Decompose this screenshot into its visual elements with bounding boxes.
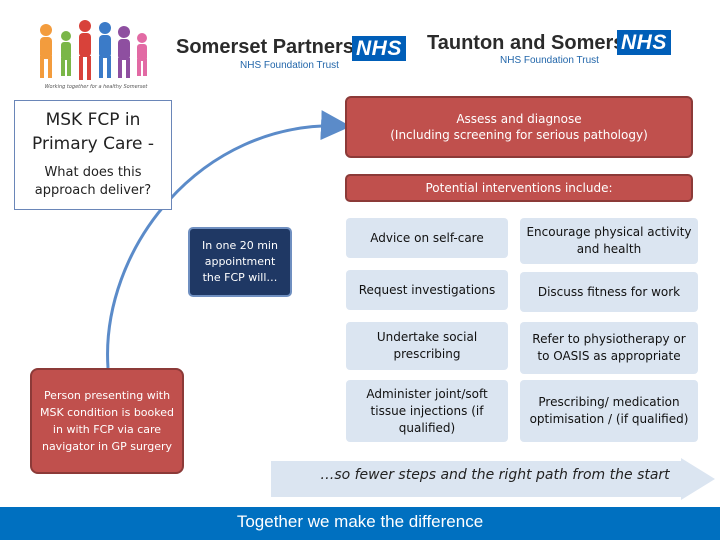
intervention-advice-self-care: Advice on self-care [346, 218, 508, 258]
outcome-arrow [271, 458, 715, 500]
org1-subtitle: NHS Foundation Trust [240, 60, 339, 71]
org2-name: Taunton and Somerset [427, 32, 643, 54]
assess-line1: Assess and diagnose [456, 112, 582, 126]
potential-interventions-header: Potential interventions include: [345, 174, 693, 202]
page-title: MSK FCP in Primary Care - [32, 110, 154, 154]
intervention-refer-physiotherapy: Refer to physiotherapy or to OASIS as ap… [520, 322, 698, 374]
people-logo [40, 20, 147, 80]
assess-diagnose-box: Assess and diagnose (Including screening… [345, 96, 693, 158]
person-figure-green [61, 31, 71, 76]
intervention-fitness-for-work: Discuss fitness for work [520, 272, 698, 312]
org2-subtitle: NHS Foundation Trust [500, 55, 599, 66]
person-figure-blue [99, 22, 111, 78]
assess-line2: (Including screening for serious patholo… [390, 128, 648, 142]
page-subtitle: What does this approach deliver? [34, 165, 152, 198]
nhs-badge-org1: NHS [352, 36, 406, 61]
org1-name: Somerset Partnership [176, 36, 384, 58]
footer-bar [0, 507, 720, 540]
person-figure-red [79, 20, 91, 80]
fcp-appointment-box: In one 20 min appointment the FCP will… [188, 227, 292, 297]
person-figure-purple [118, 26, 130, 78]
person-figure-pink [137, 33, 147, 76]
people-logo-tagline: Working together for a healthy Somerset [44, 84, 148, 90]
title-box [14, 100, 172, 210]
outcome-text: …so fewer steps and the right path from … [320, 467, 670, 483]
footer-slogan: Together we make the difference [236, 512, 484, 531]
intervention-request-investigations: Request investigations [346, 270, 508, 310]
intervention-joint-injections: Administer joint/soft tissue injections … [346, 380, 508, 442]
intervention-prescribing-medication: Prescribing/ medication optimisation / (… [520, 380, 698, 442]
nhs-badge-org2: NHS [617, 30, 671, 55]
intervention-social-prescribing: Undertake social prescribing [346, 322, 508, 370]
intervention-encourage-activity: Encourage physical activity and health [520, 218, 698, 264]
person-presenting-box: Person presenting with MSK condition is … [30, 368, 184, 474]
person-figure-orange [40, 24, 52, 78]
